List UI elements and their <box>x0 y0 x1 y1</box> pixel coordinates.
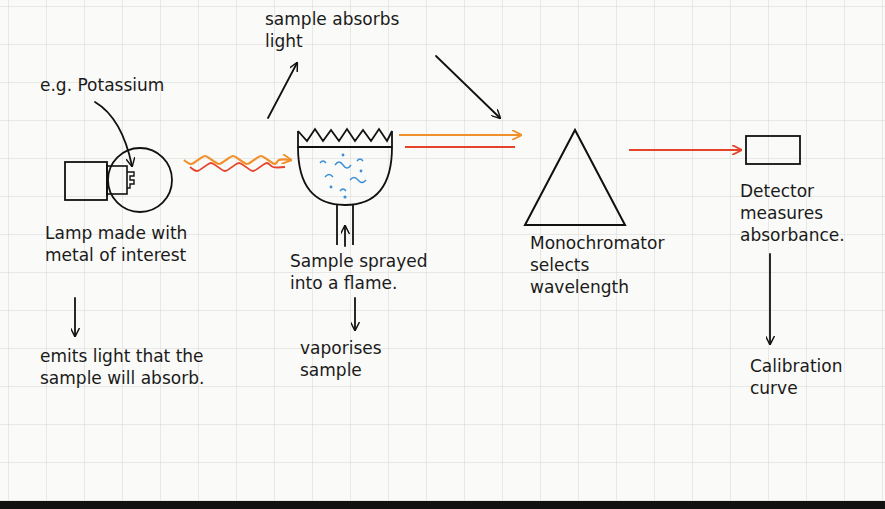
light-beam-group <box>399 135 521 147</box>
note: Calibration curve <box>750 355 870 399</box>
caption: Sample sprayed into a flame. <box>290 250 440 294</box>
light-beam-group <box>629 150 741 151</box>
caption: Lamp made with metal of interest <box>45 222 200 266</box>
prism: Monochromator selects wavelength <box>525 125 625 230</box>
lamp-outline <box>60 140 180 220</box>
leader-arrow <box>354 298 356 330</box>
detector-box: Detector measures absorbance. <box>745 135 801 165</box>
note: sample absorbs light <box>265 8 415 52</box>
light-beam <box>629 149 741 151</box>
leader-arrow <box>95 102 132 166</box>
leader-arrow <box>74 298 76 336</box>
flame-burner: Sample sprayed into a flame. <box>295 125 395 245</box>
leader-arrow <box>769 254 771 344</box>
note: e.g. Potassium <box>40 74 220 96</box>
caption: Detector measures absorbance. <box>740 180 865 246</box>
leader-arrow <box>344 226 346 246</box>
prism-outline <box>525 125 625 230</box>
bottom-bar <box>0 501 885 509</box>
flame-burner-outline <box>295 125 395 245</box>
detector-box-outline <box>745 135 801 165</box>
light-beam <box>399 134 521 136</box>
light-beam-group <box>184 156 291 171</box>
lamp: Lamp made with metal of interest <box>60 140 180 220</box>
leader-arrows <box>75 56 770 344</box>
light-beam <box>190 163 285 171</box>
leader-arrow <box>268 63 297 118</box>
note: emits light that the sample will absorb. <box>40 345 215 389</box>
note: vaporises sample <box>300 337 410 381</box>
leader-arrow <box>436 56 500 118</box>
caption: Monochromator selects wavelength <box>530 232 680 298</box>
light-beam <box>405 146 515 148</box>
light-beam <box>184 156 291 164</box>
